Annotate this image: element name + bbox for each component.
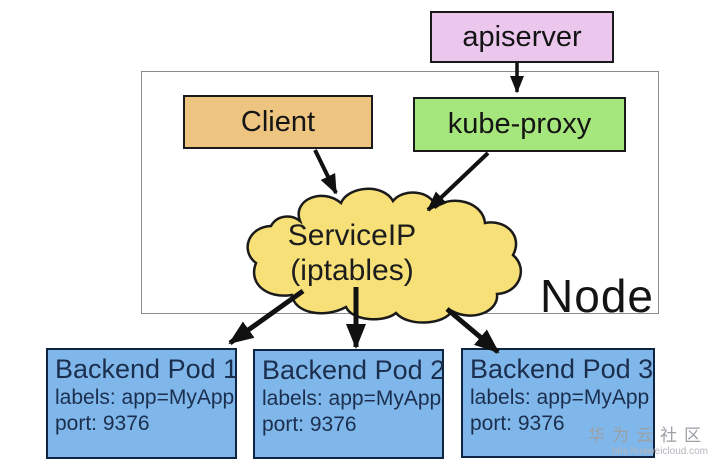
pod-port: port: 9376	[55, 412, 150, 435]
pod-port: port: 9376	[262, 413, 357, 436]
serviceip-label: ServiceIP	[287, 219, 417, 252]
arrow-serviceip-to-pod3	[445, 307, 500, 354]
backend-pod-1: Backend Pod 1 labels: app=MyApp port: 93…	[46, 348, 239, 459]
kube-proxy-label: kube-proxy	[447, 108, 592, 140]
pod-title: Backend Pod 3	[470, 354, 654, 384]
apiserver-box: apiserver	[430, 11, 614, 63]
watermark-text: 华为云社区	[588, 426, 708, 445]
iptables-label: (iptables)	[290, 254, 414, 287]
pod-labels: labels: app=MyApp	[262, 387, 442, 410]
apiserver-label: apiserver	[462, 20, 582, 53]
kube-proxy-box: kube-proxy	[413, 97, 626, 152]
pod-port: port: 9376	[470, 412, 565, 435]
pod-labels: labels: app=MyApp	[55, 386, 235, 409]
node-label: Node	[540, 270, 654, 322]
backend-pod-3: Backend Pod 3 labels: app=MyApp port: 93…	[461, 348, 655, 458]
watermark: 华为云社区 bbs.huaweicloud.com	[582, 426, 708, 457]
client-box: Client	[183, 95, 373, 149]
pod-labels: labels: app=MyApp	[470, 386, 650, 409]
watermark-url: bbs.huaweicloud.com	[611, 446, 708, 457]
client-label: Client	[240, 105, 316, 138]
backend-pod-2: Backend Pod 2 labels: app=MyApp port: 93…	[253, 349, 446, 459]
pod-title: Backend Pod 2	[262, 355, 446, 385]
pod-title: Backend Pod 1	[55, 354, 239, 384]
